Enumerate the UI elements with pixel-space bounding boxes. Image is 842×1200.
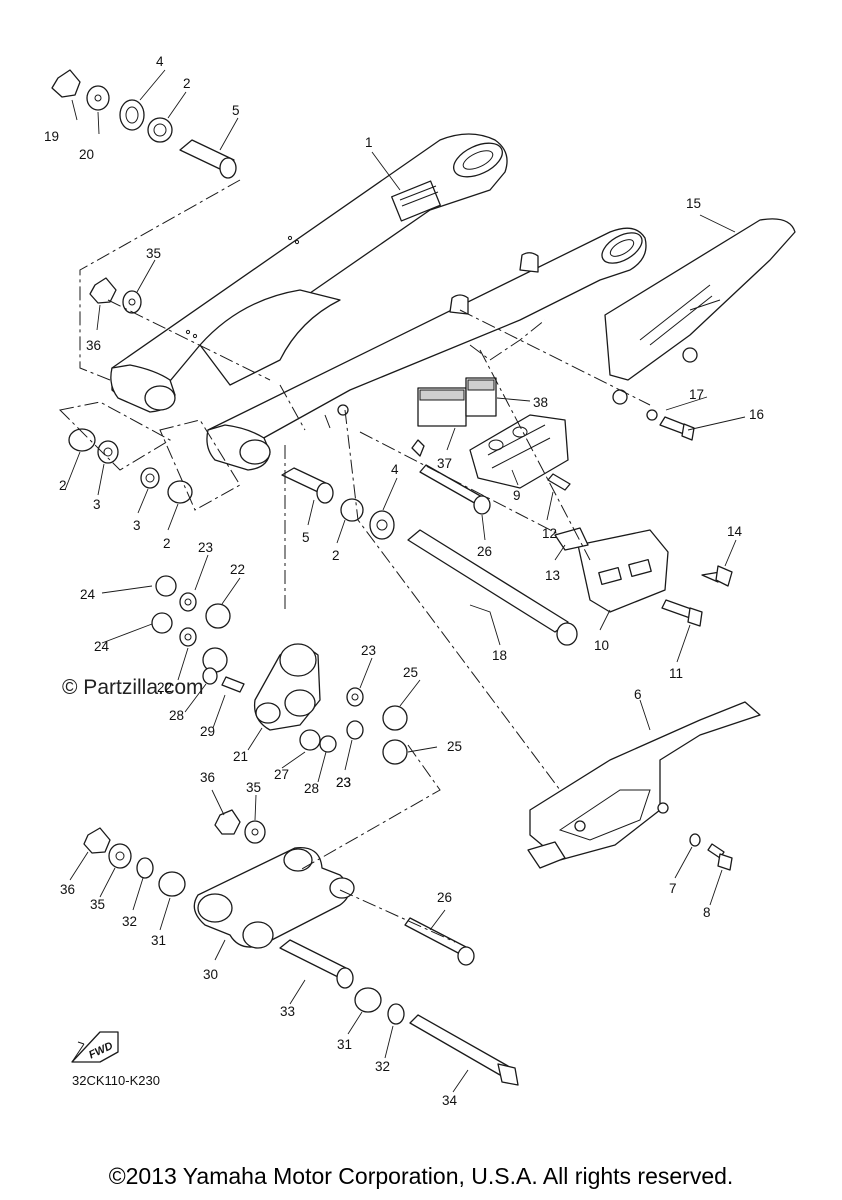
callout: 18 (492, 648, 507, 663)
watermark: © Partzilla.com (62, 676, 204, 699)
callout: 31 (151, 933, 166, 948)
callout: 27 (274, 767, 289, 782)
callout: 35 (90, 897, 105, 912)
callout: 10 (594, 638, 609, 653)
callout: 1 (365, 135, 373, 150)
callout: 8 (703, 905, 711, 920)
callout: 32 (375, 1059, 390, 1074)
swingarm-pads (417, 377, 497, 427)
callout: 23 (198, 540, 213, 555)
callout: 33 (280, 1004, 295, 1019)
callout: 38 (533, 395, 548, 410)
small-parts (51, 69, 733, 1025)
callout: 32 (122, 914, 137, 929)
swingarm (110, 133, 647, 471)
callout: 19 (44, 129, 59, 144)
drawing-code: 32CK110-K230 (72, 1073, 160, 1088)
callout: 2 (183, 76, 191, 91)
fwd-arrow: FWD (71, 1031, 119, 1063)
callout: 2 (332, 548, 340, 563)
callout: 34 (442, 1093, 458, 1108)
callout: 15 (686, 196, 701, 211)
callout: 37 (437, 456, 452, 471)
callout: 13 (545, 568, 560, 583)
callout: 5 (232, 103, 240, 118)
callout: 2 (59, 478, 67, 493)
callout: 5 (302, 530, 310, 545)
callout: 36 (200, 770, 215, 785)
centerlines (58, 179, 651, 943)
callout: 35 (146, 246, 161, 261)
callout: 6 (634, 687, 642, 702)
callout: 12 (542, 526, 557, 541)
callout: 36 (60, 882, 75, 897)
callout-numbers: 1 2 2 2 2 3 3 4 4 5 5 6 7 8 9 10 11 12 1… (44, 54, 764, 1108)
callout: 14 (727, 524, 743, 539)
chain-guard (604, 218, 796, 405)
callout: 28 (169, 708, 184, 723)
callout: 23 (361, 643, 376, 658)
callout: 36 (86, 338, 101, 353)
callout: 29 (200, 724, 215, 739)
connecting-rod (193, 847, 355, 949)
callout: 4 (391, 462, 399, 477)
callout: 3 (93, 497, 101, 512)
callout: 24 (80, 587, 96, 602)
copyright-notice: ©2013 Yamaha Motor Corporation, U.S.A. A… (108, 1163, 734, 1189)
callout: 3 (133, 518, 141, 533)
chain-guide-bracket (554, 527, 669, 613)
callout: 25 (447, 739, 462, 754)
callout: 26 (477, 544, 492, 559)
callout: 22 (157, 680, 172, 695)
leader-lines (64, 69, 746, 1093)
callout: 26 (437, 890, 452, 905)
callout: 2 (163, 536, 171, 551)
callout: 23 (336, 775, 351, 790)
callout: 4 (156, 54, 164, 69)
callout: 31 (337, 1037, 352, 1052)
chain-slider (469, 414, 569, 489)
chain-support (527, 701, 761, 869)
callout: 28 (304, 781, 319, 796)
callout: 35 (246, 780, 261, 795)
callout: 21 (233, 749, 248, 764)
pivot-bolts (404, 464, 578, 1086)
callout: 11 (669, 666, 683, 681)
callout: 20 (79, 147, 94, 162)
relay-arm (253, 643, 321, 731)
callout: 22 (230, 562, 245, 577)
callout: 30 (203, 967, 218, 982)
callout: 24 (94, 639, 110, 654)
callout: 23 (336, 775, 351, 790)
callout: 16 (749, 407, 764, 422)
callout: 7 (669, 881, 677, 896)
callout: 17 (689, 387, 704, 402)
callout: 9 (513, 488, 521, 503)
callout: 25 (403, 665, 418, 680)
